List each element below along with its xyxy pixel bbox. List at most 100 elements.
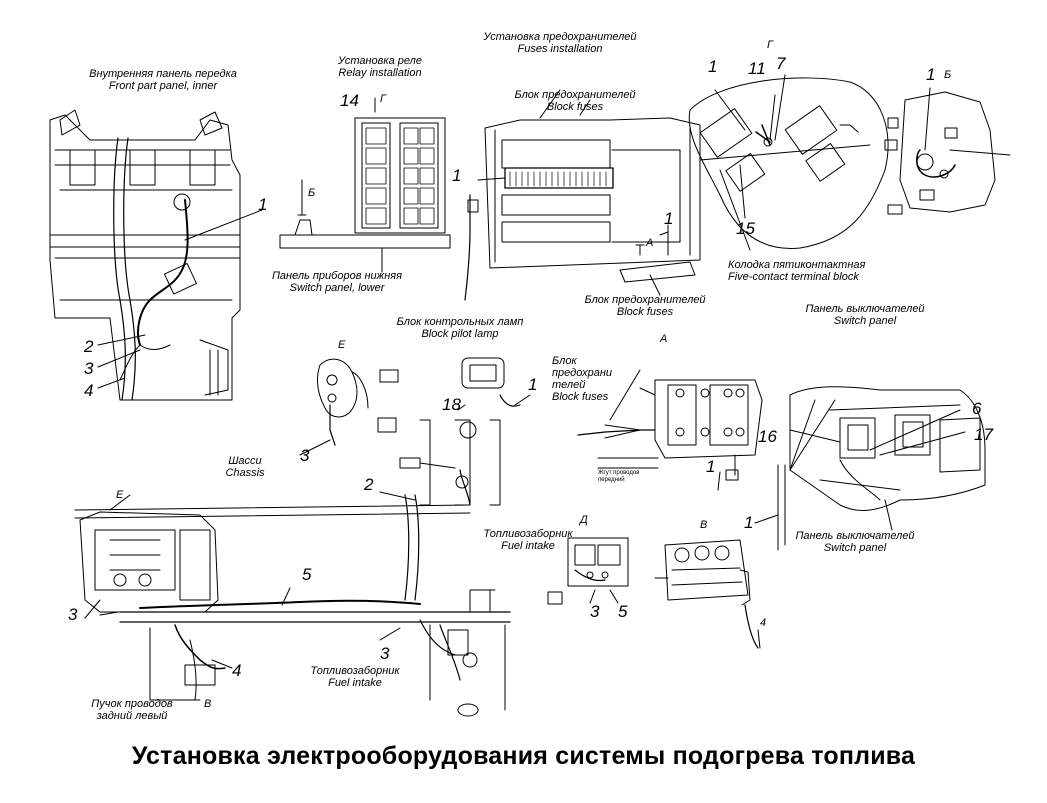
callout-17-switch: 17 [974,425,993,444]
callout-5-view-d: 5 [618,602,628,621]
front-panel-label-ru: Внутренняя панель передка [89,68,237,80]
block-fuses-bottom-label: Блок предохранителей Block fuses [580,294,710,318]
harness-label-line1: Пучок проводов [91,698,173,710]
callout-7-terminal: 7 [776,54,786,73]
view-e-drawing [300,359,398,455]
fuses-install-label-en: Fuses installation [517,43,603,55]
fuses-install-label-ru: Установка предохранителей [483,31,637,43]
fuses-drawing [465,90,700,300]
five-contact-label: Колодка пятиконтактная Five-contact term… [728,259,888,283]
letter-b-view: Б [944,69,952,81]
block-fuses-a-label-ru2: предохрани [552,367,613,379]
callout-3-view-d: 3 [590,602,600,621]
callout-3-view-e: 3 [300,446,310,465]
callout-4-front: 4 [84,381,94,400]
switch-panel-top-label: Панель выключателей Switch panel [800,303,930,327]
switch-panel-drawing [755,387,985,550]
chassis-label-ru: Шасси [228,455,262,467]
switch-lower-label-ru: Панель приборов нижняя [271,270,403,282]
letter-g-relay: Г [380,93,386,105]
letter-e-chassis: Е [116,489,124,501]
fuel-intake-2-label-ru: Топливозаборник [310,665,400,677]
callout-3-chassis-left: 3 [68,605,78,624]
pilot-lamp-label-ru: Блок контрольных ламп [396,316,524,328]
letter-v-chassis: В [204,698,212,710]
letter-a-fuses: А [646,237,654,249]
fuel-intake-1-label: Топливозаборник Fuel intake [478,528,578,552]
callout-1-view-b: 1 [926,65,936,84]
five-contact-label-en: Five-contact terminal block [728,271,859,283]
callout-4-view-v: 4 [760,617,767,629]
diagram-title: Установка электрооборудования системы по… [131,742,916,770]
fuel-intake-1-label-en: Fuel intake [501,540,555,552]
relay-label: Установка реле Relay installation [320,55,440,79]
switch-panel-bottom-label: Панель выключателей Switch panel [790,530,920,554]
block-fuses-top-label-ru: Блок предохранителей [514,89,636,101]
view-d-drawing [548,538,628,604]
switch-panel-bottom-label-ru: Панель выключателей [795,530,915,542]
terminal-block-drawing [689,75,898,250]
callout-2-front: 2 [84,337,94,356]
block-fuses-top-label-en: Block fuses [546,101,604,113]
relay-label-en: Relay installation [338,67,422,79]
callout-5-chassis: 5 [302,565,312,584]
switch-panel-top-label-ru: Панель выключателей [805,303,925,315]
callout-11-terminal: 11 [748,59,766,78]
callout-16-switch: 16 [758,427,777,446]
callout-3-chassis-mid: 3 [380,644,390,663]
switch-panel-top-label-en: Switch panel [833,315,897,327]
letter-g-terminal: Г [767,39,773,51]
relay-drawing [280,98,450,272]
callout-15-terminal: 15 [736,219,755,238]
block-fuses-a-label-ru1: Блок [552,355,577,367]
block-fuses-a-label: Блок предохрани телей Block fuses [552,355,632,403]
switch-lower-label-en: Switch panel, lower [289,282,385,294]
block-fuses-a-label-ru3: телей [552,379,586,391]
letter-b-relay: Б [308,187,316,199]
callout-6-switch: 6 [972,399,982,418]
callout-2-chassis: 2 [364,475,374,494]
chassis-label: Шасси Chassis [215,455,275,479]
switch-lower-label: Панель приборов нижняя Switch panel, low… [262,270,412,294]
front-panel-drawing [50,110,262,400]
view-b-drawing [885,88,1010,214]
letter-e-view: Е [338,339,346,351]
callout-14-relay: 14 [340,91,359,110]
letter-v-view: В [700,519,708,531]
callout-3-front: 3 [84,359,94,378]
callout-1-terminal: 1 [708,57,718,76]
callout-1-front: 1 [258,195,268,214]
relay-label-ru: Установка реле [338,55,422,67]
fuel-intake-2-label: Топливозаборник Fuel intake [290,665,420,689]
pilot-lamp-label: Блок контрольных ламп Block pilot lamp [395,316,525,340]
block-fuses-bottom-label-en: Block fuses [616,306,674,318]
pilot-lamp-label-en: Block pilot lamp [421,328,499,340]
switch-panel-bottom-label-en: Switch panel [823,542,887,554]
chassis-drawing [75,495,510,716]
letter-a-view: А [660,333,668,345]
harness-tag-label: Жгут проводов передний [598,470,639,484]
callout-1-lamp: 1 [528,375,538,394]
callout-18-lamp: 18 [442,395,461,414]
harness-label: Пучок проводов задний левый [82,698,182,722]
callout-1-switch: 1 [744,513,754,532]
fuses-install-label: Установка предохранителей Fuses installa… [480,31,640,55]
callout-1-view-a: 1 [706,457,716,476]
callout-1-fuses-right: 1 [664,209,674,228]
chassis-label-en: Chassis [225,467,265,479]
block-fuses-top-label: Блок предохранителей Block fuses [510,89,640,113]
pilot-lamp-drawing [380,358,530,600]
harness-label-line2: задний левый [96,710,168,722]
front-panel-label: Внутренняя панель передка Front part pan… [78,68,248,92]
letter-d-view: Д [580,514,588,526]
harness-tag-line1: Жгут проводов [598,470,640,476]
block-fuses-a-label-en: Block fuses [552,391,609,403]
fuel-intake-2-label-en: Fuel intake [328,677,382,689]
five-contact-label-ru: Колодка пятиконтактная [728,259,866,271]
view-v-drawing [655,540,760,648]
harness-tag-line2: передний [598,477,625,483]
callout-4-chassis: 4 [232,661,242,680]
block-fuses-bottom-label-ru: Блок предохранителей [584,294,706,306]
